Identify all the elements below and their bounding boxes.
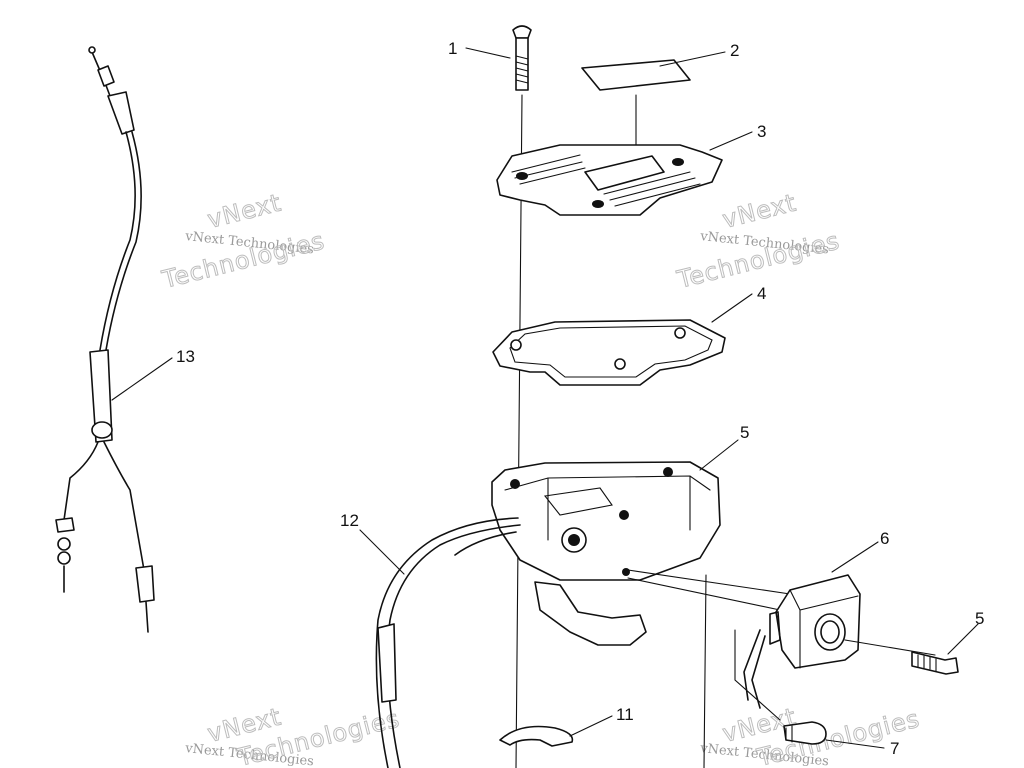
part-4-gasket bbox=[492, 319, 726, 386]
part-12-cable bbox=[375, 517, 521, 768]
watermark-top-left: vNext Technologies vNext Technologies bbox=[158, 188, 328, 295]
assembly-axis-line bbox=[703, 574, 707, 768]
leader-lines bbox=[111, 47, 979, 749]
assembly-axis-line bbox=[515, 94, 523, 768]
part-1-screw bbox=[512, 25, 532, 91]
watermark-top-right: vNext Technologies vNext Technologies bbox=[673, 188, 843, 295]
callout-3: 3 bbox=[757, 122, 766, 141]
callout-1: 1 bbox=[448, 39, 457, 58]
callout-labels: 1 2 3 4 5 5 6 7 11 12 13 bbox=[176, 39, 984, 758]
callout-5-housing: 5 bbox=[740, 423, 749, 442]
part-13-cable-assembly bbox=[55, 46, 155, 633]
callout-4: 4 bbox=[757, 284, 766, 303]
watermark-text: vNext bbox=[205, 188, 285, 233]
part-5-screw bbox=[911, 651, 959, 675]
callout-6: 6 bbox=[880, 529, 889, 548]
part-3-cover bbox=[496, 144, 723, 216]
callout-12: 12 bbox=[340, 511, 359, 530]
part-5-housing bbox=[491, 461, 721, 646]
callout-2: 2 bbox=[730, 41, 739, 60]
part-6-switch-housing bbox=[627, 569, 936, 721]
callout-5-screw: 5 bbox=[975, 609, 984, 628]
watermark-bottom-left: vNext Technologies vNext Technologies bbox=[184, 702, 404, 768]
part-7-bulb bbox=[783, 721, 827, 745]
callout-11: 11 bbox=[616, 705, 634, 724]
watermark-text: vNext bbox=[720, 188, 800, 233]
part-2-label-plate bbox=[581, 59, 691, 91]
callout-13: 13 bbox=[176, 347, 195, 366]
callout-7: 7 bbox=[890, 739, 899, 758]
part-11-clip bbox=[499, 725, 574, 747]
